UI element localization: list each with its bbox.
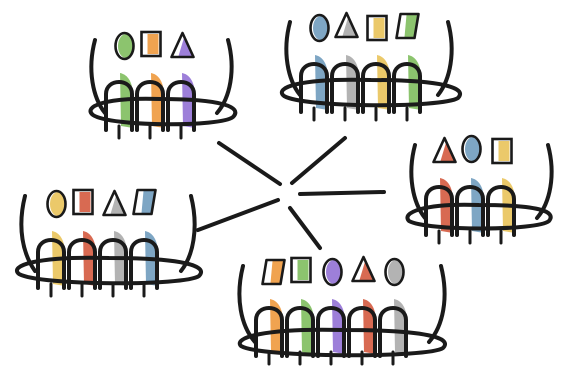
person-orange <box>254 299 284 366</box>
person-yellow <box>361 55 391 122</box>
oval-icon <box>46 189 67 219</box>
person-yellow <box>486 178 516 245</box>
person-yellow <box>36 231 66 298</box>
triangle-icon <box>102 189 127 217</box>
right-arm <box>215 38 234 115</box>
person-green <box>104 73 134 140</box>
hub-spoke-top-left <box>217 141 282 186</box>
group-bottom <box>237 255 447 366</box>
table-ring <box>405 202 553 231</box>
person-gray <box>378 299 408 366</box>
person-green <box>285 299 315 366</box>
hub-spoke-right <box>298 190 386 196</box>
left-arm <box>284 20 302 97</box>
center-hub <box>196 136 386 250</box>
trapezoid-icon <box>261 258 286 286</box>
right-arm <box>535 143 554 220</box>
right-arm <box>436 20 454 97</box>
group-top-left <box>88 30 238 140</box>
person-blue <box>129 231 159 298</box>
person-blue <box>455 178 485 245</box>
left-arm <box>89 38 107 115</box>
hub-spoke-top-right <box>290 136 347 185</box>
square-icon <box>140 30 162 58</box>
oval-icon <box>461 134 482 164</box>
right-arm <box>179 194 197 273</box>
hub-spoke-left <box>196 198 280 232</box>
oval-icon <box>322 257 343 287</box>
square-icon <box>366 14 388 42</box>
person-blue <box>299 55 329 122</box>
person-gray <box>330 55 360 122</box>
person-green <box>392 55 422 122</box>
trapezoid-icon <box>395 12 420 40</box>
right-arm <box>427 264 447 344</box>
group-top-right <box>280 11 462 122</box>
triangle-icon <box>351 255 376 283</box>
oval-icon <box>384 257 405 287</box>
triangle-icon <box>170 31 195 59</box>
table-ring <box>15 255 203 286</box>
person-orange <box>135 73 165 140</box>
hub-spoke-bottom <box>288 206 322 250</box>
person-red <box>67 231 97 298</box>
table-ring <box>237 327 447 358</box>
person-purple <box>166 73 196 140</box>
trapezoid-icon <box>132 188 157 216</box>
person-gray <box>98 231 128 298</box>
oval-icon <box>114 31 135 61</box>
oval-icon <box>309 13 330 43</box>
triangle-icon <box>334 11 359 39</box>
person-red <box>424 178 454 245</box>
group-right <box>405 134 554 245</box>
table-ring <box>280 77 462 108</box>
table-ring <box>88 96 238 127</box>
left-arm <box>237 264 257 344</box>
group-left <box>15 188 203 298</box>
square-icon <box>491 137 513 165</box>
left-arm <box>409 143 427 220</box>
triangle-icon <box>432 136 457 164</box>
person-red <box>347 299 377 366</box>
left-arm <box>19 194 37 273</box>
square-icon <box>72 188 94 216</box>
square-icon <box>290 256 312 284</box>
